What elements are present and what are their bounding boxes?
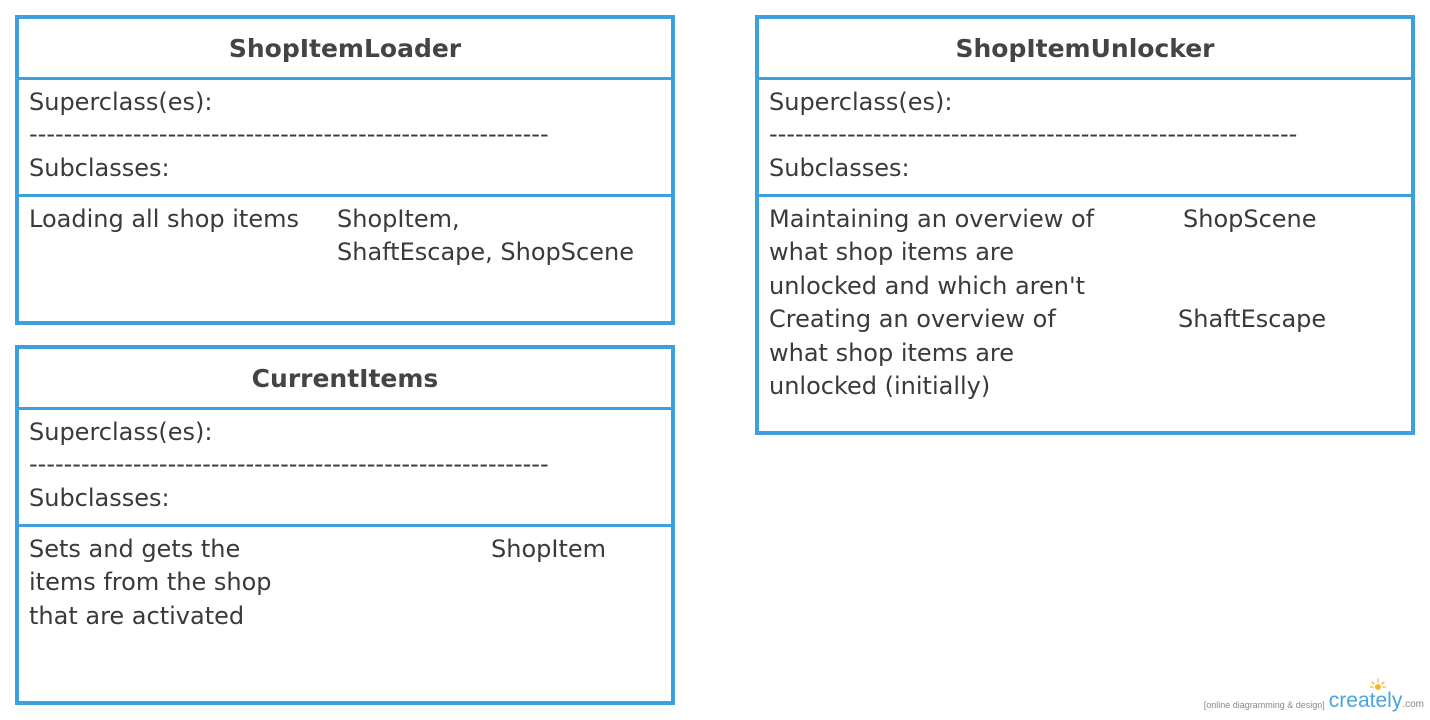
responsibility-text: items from the shop (29, 568, 272, 596)
collaborator-text: ShaftEscape (1178, 305, 1327, 333)
subclasses-label: Subclasses: (29, 154, 170, 182)
hierarchy-section: Superclass(es): ------------------------… (19, 80, 671, 197)
creately-watermark[interactable]: [online diagramming & design] creately.c… (1203, 678, 1424, 716)
responsibility-text: what shop items are (769, 339, 1015, 367)
sun-icon (1369, 678, 1386, 690)
collaborator-text: ShopScene (1183, 205, 1317, 233)
class-card-shopitemunlocker: ShopItemUnlocker Superclass(es): -------… (755, 15, 1415, 435)
class-card-shopitemloader: ShopItemLoader Superclass(es): ---------… (15, 15, 675, 325)
class-name: ShopItemUnlocker (759, 19, 1411, 80)
section-separator: ----------------------------------------… (769, 120, 1298, 148)
logo-suffix: .com (1402, 699, 1424, 710)
responsibility-text: Loading all shop items (29, 205, 299, 233)
responsibility-text: unlocked and which aren't (769, 272, 1085, 300)
class-name: CurrentItems (19, 349, 671, 410)
subclasses-label: Subclasses: (769, 154, 910, 182)
section-separator: ----------------------------------------… (29, 120, 549, 148)
superclasses-label: Superclass(es): (29, 88, 213, 116)
responsibility-text: Creating an overview of (769, 305, 1056, 333)
responsibility-text: what shop items are (769, 238, 1015, 266)
class-name: ShopItemLoader (19, 19, 671, 80)
hierarchy-section: Superclass(es): ------------------------… (759, 80, 1411, 197)
responsibility-text: Maintaining an overview of (769, 205, 1095, 233)
collaborator-text: ShopItem, (337, 205, 460, 233)
hierarchy-section: Superclass(es): ------------------------… (19, 410, 671, 527)
superclasses-label: Superclass(es): (29, 418, 213, 446)
section-separator: ----------------------------------------… (29, 450, 549, 478)
responsibility-text: that are activated (29, 602, 245, 630)
class-card-currentitems: CurrentItems Superclass(es): -----------… (15, 345, 675, 705)
responsibility-text: Sets and gets the (29, 535, 241, 563)
creately-logo: creately.com (1328, 678, 1424, 716)
watermark-tagline: [online diagramming & design] (1203, 700, 1325, 710)
responsibility-text: unlocked (initially) (769, 372, 991, 400)
collaborator-text: ShopItem (491, 535, 606, 563)
logo-wordmark: creately (1328, 689, 1403, 712)
subclasses-label: Subclasses: (29, 484, 170, 512)
collaborator-text: ShaftEscape, ShopScene (337, 238, 634, 266)
superclasses-label: Superclass(es): (769, 88, 953, 116)
